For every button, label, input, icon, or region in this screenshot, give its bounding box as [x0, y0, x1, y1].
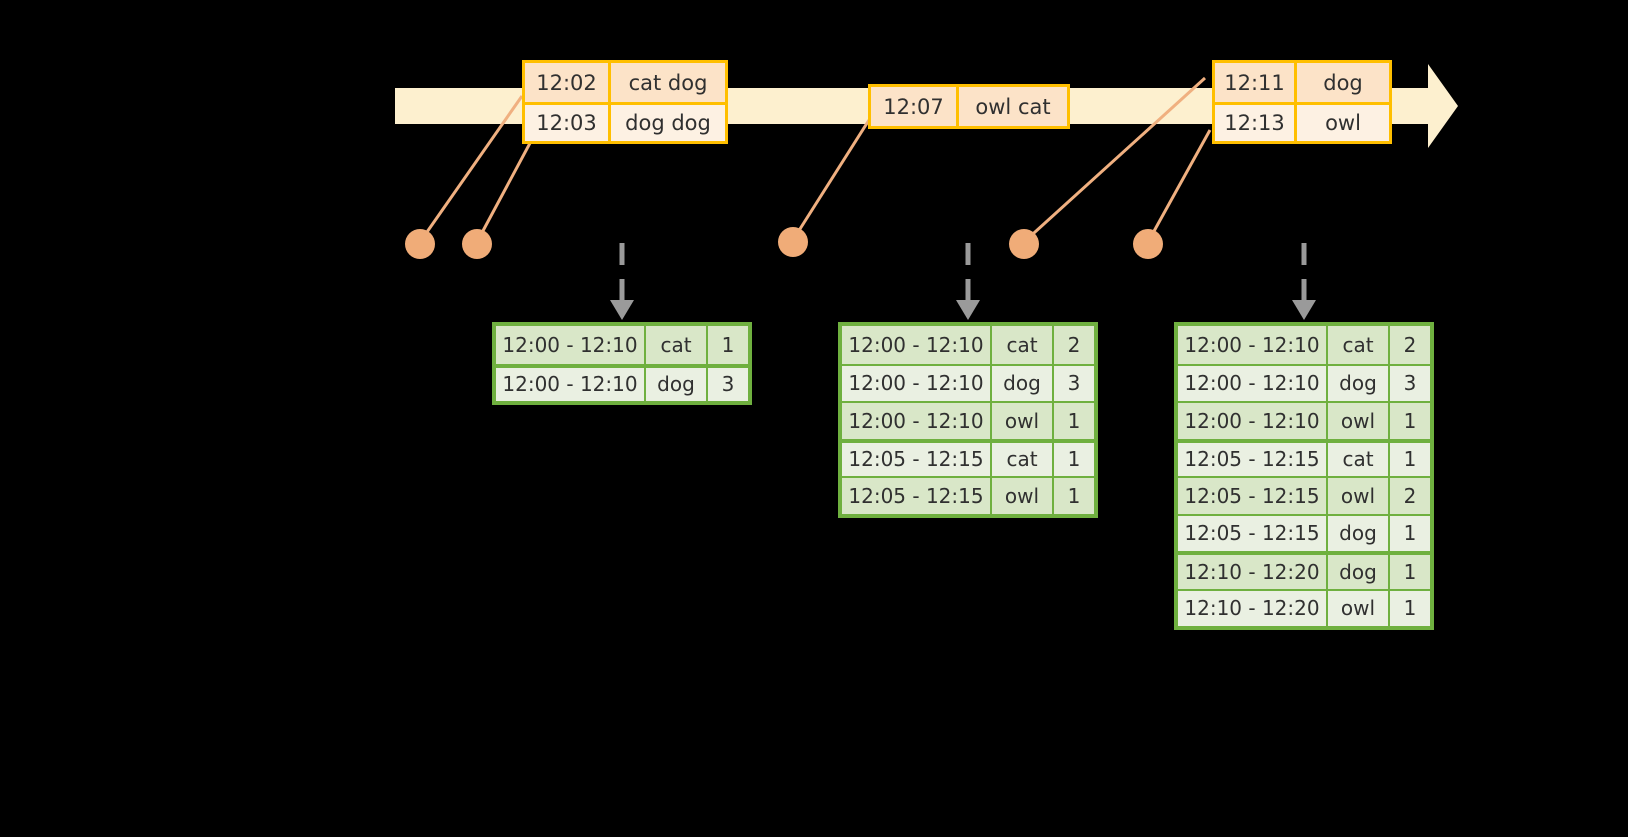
event-time: 12:07	[871, 87, 959, 126]
table-row[interactable]: 12:00 - 12:10 cat 1	[496, 326, 748, 364]
event-time: 12:13	[1215, 105, 1297, 141]
cell-count: 1	[1390, 590, 1430, 626]
table-row[interactable]: 12:05 - 12:15 dog 1	[1178, 513, 1430, 551]
event-words: owl cat	[959, 87, 1067, 126]
cell-count: 1	[1054, 478, 1094, 514]
table-row[interactable]: 12:10 - 12:20 owl 1	[1178, 588, 1430, 626]
cell-word: cat	[1328, 326, 1390, 364]
table-row[interactable]: 12:10 - 12:20 dog 1	[1178, 551, 1430, 589]
cell-window: 12:00 - 12:10	[1178, 326, 1328, 364]
table-row[interactable]: 12:05 - 12:15 owl 2	[1178, 476, 1430, 514]
event-words: dog	[1297, 63, 1389, 102]
event-time: 12:03	[525, 105, 611, 141]
table-row[interactable]: 12:05 - 12:15 owl 1	[842, 476, 1094, 514]
event-row[interactable]: 12:11 dog	[1215, 63, 1389, 102]
cell-count: 1	[708, 326, 748, 364]
cell-count: 2	[1390, 478, 1430, 514]
cell-count: 1	[1054, 403, 1094, 439]
cell-word: owl	[1328, 590, 1390, 626]
table-row[interactable]: 12:00 - 12:10 dog 3	[496, 363, 748, 401]
cell-word: dog	[1328, 555, 1390, 589]
event-words: cat dog	[611, 63, 725, 102]
cell-window: 12:10 - 12:20	[1178, 590, 1328, 626]
cell-window: 12:05 - 12:15	[1178, 442, 1328, 476]
event-row[interactable]: 12:02 cat dog	[525, 63, 725, 102]
cell-window: 12:00 - 12:10	[1178, 403, 1328, 439]
cell-word: owl	[992, 478, 1054, 514]
event-row[interactable]: 12:13 owl	[1215, 102, 1389, 141]
cell-window: 12:05 - 12:15	[1178, 478, 1328, 514]
cell-window: 12:00 - 12:10	[842, 403, 992, 439]
cell-count: 2	[1390, 326, 1430, 364]
cell-word: owl	[1328, 478, 1390, 514]
cell-window: 12:05 - 12:15	[842, 442, 992, 476]
event-words: owl	[1297, 105, 1389, 141]
cell-window: 12:00 - 12:10	[496, 367, 646, 401]
cell-window: 12:00 - 12:10	[496, 326, 646, 364]
cell-window: 12:00 - 12:10	[842, 365, 992, 401]
cell-word: cat	[1328, 442, 1390, 476]
cell-word: owl	[992, 403, 1054, 439]
event-row[interactable]: 12:03 dog dog	[525, 102, 725, 141]
dashed-arrow-3	[1292, 243, 1316, 320]
table-row[interactable]: 12:05 - 12:15 cat 1	[1178, 438, 1430, 476]
table-row[interactable]: 12:00 - 12:10 owl 1	[842, 401, 1094, 439]
cell-word: cat	[992, 442, 1054, 476]
cell-count: 1	[1054, 442, 1094, 476]
cell-window: 12:05 - 12:15	[842, 478, 992, 514]
table-row[interactable]: 12:05 - 12:15 cat 1	[842, 438, 1094, 476]
dashed-arrow-2	[956, 243, 980, 320]
result-table-2[interactable]: 12:00 - 12:10 cat 2 12:00 - 12:10 dog 3 …	[838, 322, 1098, 518]
cell-word: dog	[1328, 515, 1390, 551]
cell-word: cat	[646, 326, 708, 364]
cell-count: 1	[1390, 403, 1430, 439]
emission-dot-4	[1009, 229, 1039, 259]
cell-word: dog	[1328, 365, 1390, 401]
cell-word: cat	[992, 326, 1054, 364]
cell-window: 12:05 - 12:15	[1178, 515, 1328, 551]
event-group-3[interactable]: 12:11 dog 12:13 owl	[1212, 60, 1392, 144]
emission-dot-1	[405, 229, 435, 259]
event-row[interactable]: 12:07 owl cat	[871, 87, 1067, 126]
table-row[interactable]: 12:00 - 12:10 cat 2	[1178, 326, 1430, 364]
cell-word: owl	[1328, 403, 1390, 439]
cell-window: 12:00 - 12:10	[1178, 365, 1328, 401]
cell-count: 3	[708, 367, 748, 401]
cell-count: 1	[1390, 442, 1430, 476]
table-row[interactable]: 12:00 - 12:10 dog 3	[842, 363, 1094, 401]
emission-dots	[405, 227, 1163, 259]
cell-count: 3	[1390, 365, 1430, 401]
cell-window: 12:10 - 12:20	[1178, 555, 1328, 589]
emission-dot-3	[778, 227, 808, 257]
event-group-2[interactable]: 12:07 owl cat	[868, 84, 1070, 129]
table-row[interactable]: 12:00 - 12:10 dog 3	[1178, 363, 1430, 401]
emission-dot-2	[462, 229, 492, 259]
cell-word: dog	[992, 365, 1054, 401]
dashed-arrow-1	[610, 243, 634, 320]
result-table-1[interactable]: 12:00 - 12:10 cat 1 12:00 - 12:10 dog 3	[492, 322, 752, 405]
result-table-3[interactable]: 12:00 - 12:10 cat 2 12:00 - 12:10 dog 3 …	[1174, 322, 1434, 630]
cell-count: 2	[1054, 326, 1094, 364]
event-time: 12:02	[525, 63, 611, 102]
cell-window: 12:00 - 12:10	[842, 326, 992, 364]
table-row[interactable]: 12:00 - 12:10 owl 1	[1178, 401, 1430, 439]
emission-dot-5	[1133, 229, 1163, 259]
event-group-1[interactable]: 12:02 cat dog 12:03 dog dog	[522, 60, 728, 144]
dashed-arrows	[610, 243, 1316, 320]
cell-count: 3	[1054, 365, 1094, 401]
cell-count: 1	[1390, 555, 1430, 589]
table-row[interactable]: 12:00 - 12:10 cat 2	[842, 326, 1094, 364]
cell-word: dog	[646, 367, 708, 401]
event-words: dog dog	[611, 105, 725, 141]
cell-count: 1	[1390, 515, 1430, 551]
event-time: 12:11	[1215, 63, 1297, 102]
